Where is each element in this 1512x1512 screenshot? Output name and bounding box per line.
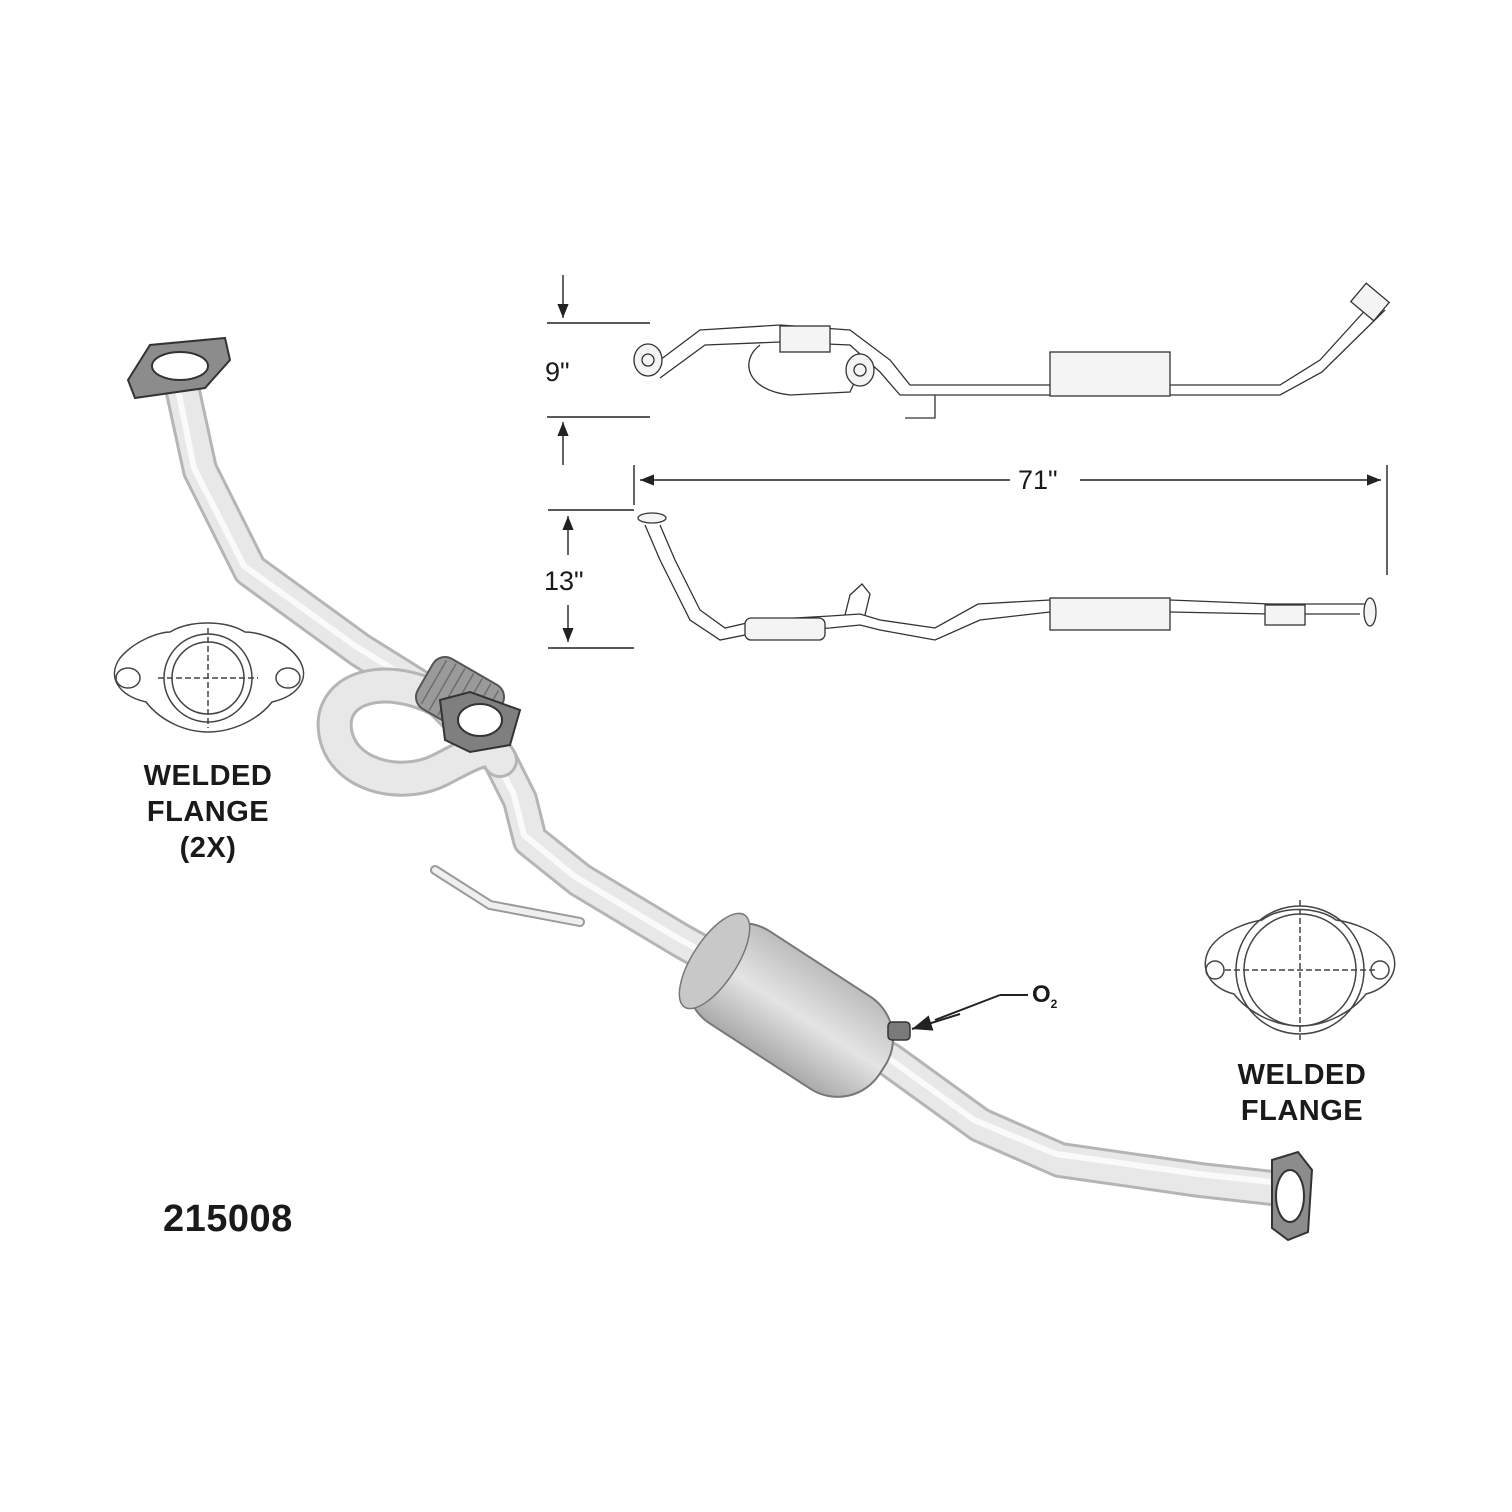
inlet-flange-callout-line1: WELDED	[143, 760, 273, 792]
hanger-bracket	[430, 865, 585, 927]
top-view-drawing	[633, 282, 1391, 419]
o2-sensor-label: O2	[1032, 981, 1057, 1011]
inlet-flange-callout-line3: (2X)	[179, 832, 237, 864]
o2-sensor-bung	[887, 994, 1028, 1041]
side-view-drawing	[637, 512, 1377, 641]
dimension-height-side: 13"	[544, 566, 584, 596]
inlet-flange-callout-line2: FLANGE	[146, 796, 270, 828]
outlet-flange-callout: WELDED FLANGE	[1212, 1057, 1392, 1129]
dimension-height-top: 9"	[545, 357, 570, 387]
dimension-overall-length: 71"	[1018, 465, 1058, 495]
part-number: 215008	[163, 1198, 293, 1240]
outlet-flange-detail-icon	[1204, 900, 1396, 1040]
outlet-flange	[1271, 1150, 1314, 1242]
inlet-flange-callout: WELDED FLANGE (2X)	[118, 758, 298, 866]
inlet-flange-detail-icon	[113, 622, 305, 733]
catalytic-converter	[678, 912, 895, 1098]
outlet-flange-callout-line2: FLANGE	[1240, 1095, 1364, 1127]
o2-sensor-label-text: O	[1032, 981, 1051, 1008]
outlet-flange-callout-line1: WELDED	[1237, 1059, 1367, 1091]
inlet-flange	[126, 336, 232, 400]
branch-flange	[438, 690, 522, 754]
y-pipe-branch	[316, 667, 518, 797]
main-exhaust-pipe	[162, 360, 1308, 1208]
o2-sensor-label-sub: 2	[1050, 996, 1058, 1011]
dimension-lines	[547, 275, 1388, 649]
